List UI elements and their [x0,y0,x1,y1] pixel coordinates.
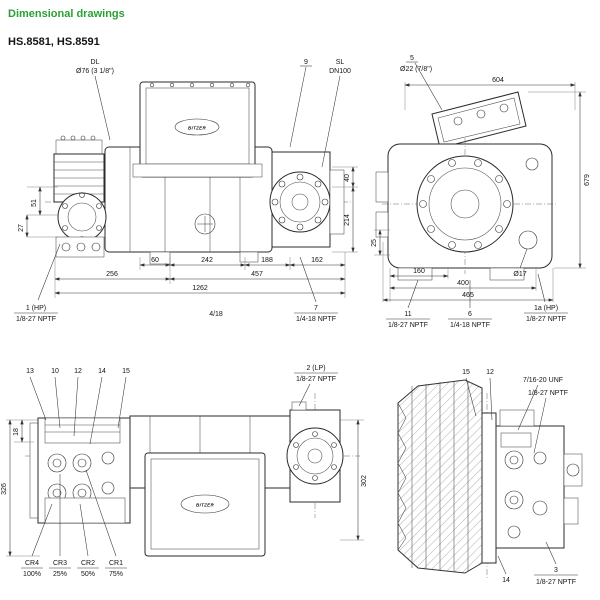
drawing-side-view-capacity: BITZER 18 326 302 13 10 [1,365,368,578]
callout-5: 5 [410,55,414,62]
port-2lp-thread: 1/8-27 NPTF [296,376,336,383]
port-1a-hp-number: 1a (HP) [534,305,558,312]
drawing-end-view: 604 679 25 160 Ø17 400 465 [371,55,591,329]
brand-logo: BITZER [188,126,206,131]
cr3-label: CR3 [53,560,67,567]
valve-assembly-rear [481,409,583,564]
callout-12-rear: 12 [486,369,494,376]
terminal-bolt-size: Ø22 (7/8") [400,66,432,73]
compressor-body-capacity: BITZER [25,393,360,557]
dim-25: 25 [371,239,378,247]
cr1-label: CR1 [109,560,123,567]
dimension-lines-capacity: 18 326 302 [1,419,368,557]
sl-port-label: SL [336,59,345,66]
port-6-thread: 1/4-18 NPTF [450,322,490,329]
dim-302: 302 [361,475,368,487]
dim-51: 51 [31,199,38,207]
port-1hp-number: 1 (HP) [26,305,46,312]
cr3-percent: 25% [53,571,67,578]
dim-hole-17: Ø17 [513,271,526,278]
dim-27: 27 [18,224,25,232]
motor-housing-finned [397,379,488,580]
drawing-side-view: BITZER [14,59,358,323]
callout-14-rear: 14 [502,577,510,584]
port-2lp-number: 2 (LP) [306,365,325,372]
port-3-number: 3 [554,567,558,574]
callout-12: 12 [74,368,82,375]
cr2-label: CR2 [81,560,95,567]
dl-port-label: DL [91,59,100,66]
brand-logo-2: BITZER [196,503,214,508]
drawing-motor-end-view: 15 12 7/16-20 UNF 1/8-27 NPTF 14 3 1/8-2… [397,369,583,586]
port-7-number: 7 [314,305,318,312]
thread-nptf-label: 1/8-27 NPTF [528,390,568,397]
cr2-percent: 50% [81,571,95,578]
dim-400: 400 [457,280,469,287]
callout-13: 13 [26,368,34,375]
dim-465: 465 [462,292,474,299]
thread-unf-label: 7/16-20 UNF [523,377,563,384]
port-7-thread: 1/4-18 NPTF [296,316,336,323]
port-6-number: 6 [468,311,472,318]
sl-port-size: DN100 [329,68,351,75]
dim-604: 604 [492,77,504,84]
callout-10: 10 [51,368,59,375]
dim-160: 160 [413,268,425,275]
callout-14: 14 [98,368,106,375]
dim-188: 188 [261,257,273,264]
port-11-thread: 1/8-27 NPTF [388,322,428,329]
page-title: Dimensional drawings [8,8,125,20]
compressor-body-side: BITZER [45,81,352,265]
dimension-lines-end: 604 679 25 160 Ø17 400 465 [371,77,591,302]
dim-326: 326 [1,483,8,495]
cr1-percent: 75% [109,571,123,578]
dim-457: 457 [251,271,263,278]
port-11-number: 11 [404,311,411,318]
callout-15-rear: 15 [462,369,470,376]
port-1hp-thread: 1/8-27 NPTF [16,316,56,323]
callout-15: 15 [122,368,130,375]
dim-162: 162 [311,257,323,264]
labels-capacity: 13 10 12 14 15 2 (LP) 1/8-27 NPTF CR4 10… [21,365,338,578]
dim-18: 18 [13,428,20,436]
model-heading: HS.8581, HS.8591 [8,36,100,48]
dim-256: 256 [106,271,118,278]
dim-1262: 1262 [192,285,208,292]
labels-side: DL Ø76 (3 1/8") 9 SL DN100 1 (HP) 1/8-27… [14,59,351,323]
dim-214: 214 [344,214,351,226]
sheet-reference: 4/18 [209,311,223,318]
compressor-body-end [375,91,558,281]
callout-9: 9 [304,59,308,66]
cr4-percent: 100% [23,571,41,578]
cr4-label: CR4 [25,560,39,567]
dimension-lines-side: 51 27 40 214 60 242 188 162 [18,166,358,298]
port-3-thread: 1/8-27 NPTF [536,579,576,586]
dl-port-size: Ø76 (3 1/8") [76,68,114,75]
labels-end: 5 Ø22 (7/8") 11 1/8-27 NPTF 6 1/4-18 NPT… [386,55,568,329]
port-1a-hp-thread: 1/8-27 NPTF [526,316,566,323]
dim-40: 40 [344,174,351,182]
dim-60: 60 [151,257,159,264]
dim-679: 679 [584,174,591,186]
labels-motor-end: 15 12 7/16-20 UNF 1/8-27 NPTF 14 3 1/8-2… [462,369,578,586]
dim-242: 242 [201,257,213,264]
